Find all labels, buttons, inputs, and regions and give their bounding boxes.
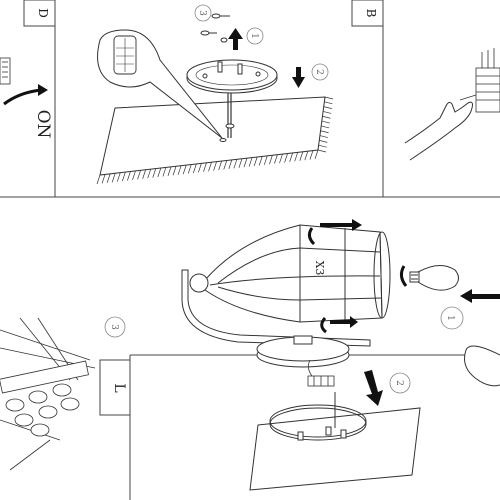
terminal-block-icon [307, 359, 335, 387]
screw-icon [200, 13, 230, 43]
lamp-base-plate [256, 335, 350, 368]
panel-d: ON [0, 57, 53, 139]
ceiling-slab [99, 96, 326, 176]
svg-text:2: 2 [314, 69, 324, 75]
step-circle-3: 3 [194, 4, 212, 22]
on-label: ON [33, 110, 53, 139]
down-arrow-icon [292, 67, 305, 88]
panel-b: 1 2 3 [96, 4, 334, 185]
x3-label: X3 [313, 261, 326, 276]
bulb-icon [409, 265, 459, 291]
step-circle-1: 1 [440, 306, 464, 330]
on-arrow-icon [3, 88, 43, 106]
panel-d-tab: D [23, 0, 56, 27]
svg-text:3: 3 [197, 10, 207, 16]
svg-text:2: 2 [394, 380, 404, 386]
step-circle-2: 2 [389, 372, 411, 394]
terminal-block-icon [475, 48, 500, 113]
down-arrow-icon [364, 370, 383, 406]
panel-c [404, 48, 500, 161]
step-circle-1: 1 [246, 27, 264, 45]
slab-hatching [96, 96, 334, 185]
panel-d-letter: D [36, 8, 50, 18]
left-arrow-icon [460, 289, 500, 303]
wire-bundle-icon [0, 317, 96, 471]
svg-text:3: 3 [109, 324, 119, 330]
panel-l-tab: L [99, 359, 131, 416]
wall-plate-icon [186, 59, 278, 94]
panel-l-letter: L [111, 383, 127, 392]
rotate-arrow-icon [307, 219, 362, 246]
lamp-cage-icon [204, 224, 391, 323]
svg-text:1: 1 [249, 33, 259, 39]
panel-b-letter: B [364, 9, 378, 18]
bulb-rotate-arrow-icon [399, 265, 408, 287]
bulb-zoom-bubble [464, 345, 500, 387]
panel-b-tab: B [351, 0, 384, 27]
svg-text:1: 1 [445, 315, 455, 321]
panel-l: X3 1 [0, 219, 500, 491]
step-circle-2: 2 [311, 63, 329, 81]
step-circle-3: 3 [104, 316, 126, 338]
up-arrow-icon [228, 28, 243, 50]
mounting-ring [269, 392, 367, 441]
hand-icon [404, 101, 473, 161]
base-arrows [320, 316, 358, 334]
ceiling-slab-lower [249, 407, 421, 491]
switch-box-icon [0, 57, 11, 85]
dowel-icon [113, 35, 137, 75]
